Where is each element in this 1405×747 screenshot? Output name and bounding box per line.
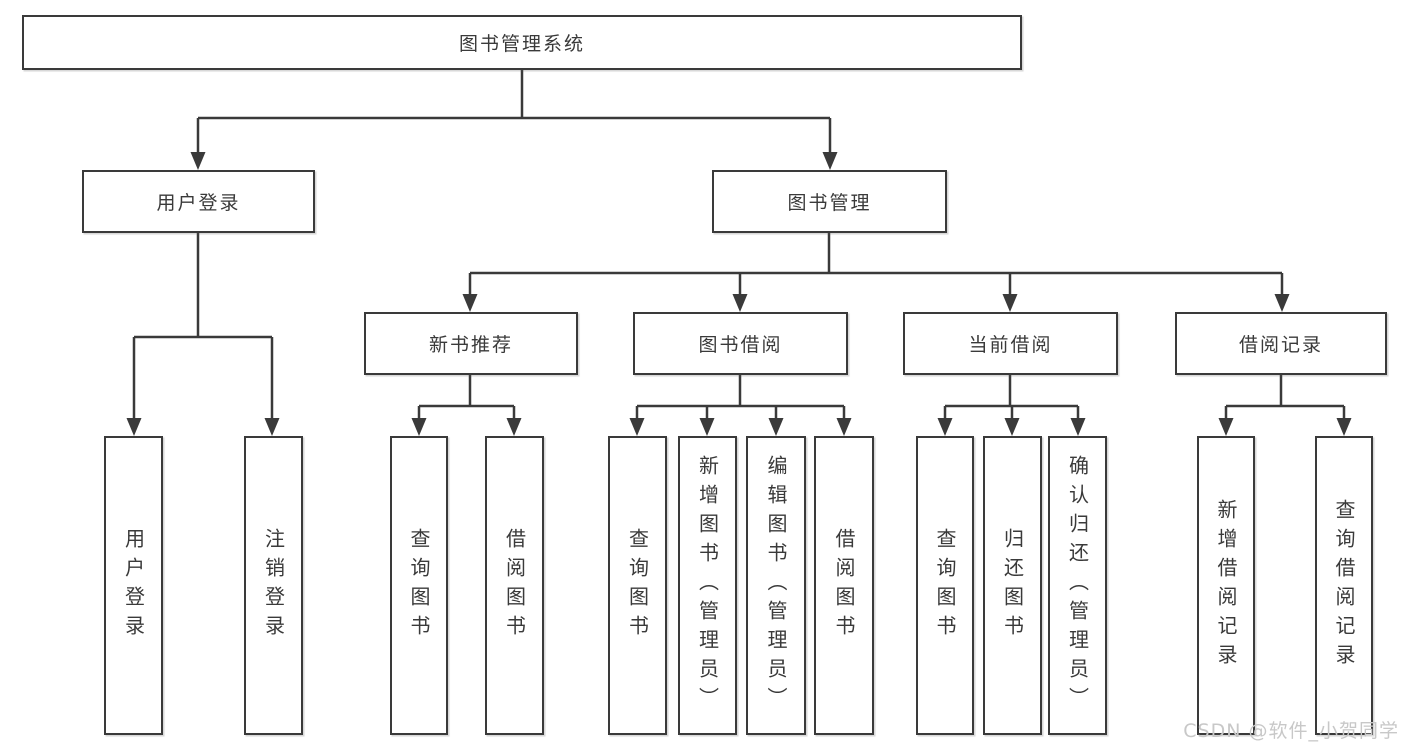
wire-book-borrowing-to-children bbox=[629, 375, 852, 436]
node-label: 注销登录 bbox=[261, 527, 286, 644]
csdn-watermark: CSDN @软件_小贺同学 bbox=[1183, 720, 1399, 742]
node-label: 新书推荐 bbox=[428, 334, 513, 356]
node-label: 图书借阅 bbox=[698, 334, 783, 356]
node-label: 借阅图书 bbox=[502, 527, 527, 644]
node-label: 查询图书 bbox=[625, 527, 650, 644]
leaf-borrow-books-newbook: 借阅图书 bbox=[485, 436, 544, 735]
node-label: 借阅记录 bbox=[1238, 334, 1323, 356]
leaf-user-login: 用户登录 bbox=[104, 436, 163, 735]
node-label: 查询图书 bbox=[933, 527, 957, 644]
node-label: 图书管理 bbox=[787, 192, 872, 214]
node-label: 新增图书（管理员） bbox=[695, 455, 720, 716]
arrow-down-icon bbox=[836, 418, 852, 436]
arrow-down-icon bbox=[629, 418, 645, 436]
node-label: 用户登录 bbox=[156, 192, 241, 214]
leaf-confirm-return-admin: 确认归还（管理员） bbox=[1048, 436, 1107, 735]
wire-user-login-to-children bbox=[126, 233, 280, 436]
node-label: 借阅图书 bbox=[832, 527, 856, 644]
arrow-down-icon bbox=[190, 152, 206, 170]
arrow-down-icon bbox=[1070, 418, 1086, 436]
node-new-book-recommend: 新书推荐 bbox=[364, 312, 578, 375]
node-label: 查询借阅记录 bbox=[1332, 498, 1356, 673]
arrow-down-icon bbox=[264, 418, 280, 436]
node-root-system: 图书管理系统 bbox=[22, 15, 1022, 70]
node-borrowing-records: 借阅记录 bbox=[1175, 312, 1387, 375]
wire-root-to-level2 bbox=[190, 70, 838, 170]
leaf-query-books-current: 查询图书 bbox=[916, 436, 974, 735]
leaf-logout: 注销登录 bbox=[244, 436, 303, 735]
node-label: 归还图书 bbox=[1000, 527, 1025, 644]
arrow-down-icon bbox=[699, 418, 715, 436]
node-book-management-branch: 图书管理 bbox=[712, 170, 947, 233]
node-label: 编辑图书（管理员） bbox=[764, 455, 788, 716]
arrow-down-icon bbox=[462, 294, 478, 312]
node-current-borrowing: 当前借阅 bbox=[903, 312, 1118, 375]
node-label: 当前借阅 bbox=[968, 334, 1053, 356]
leaf-add-books-admin: 新增图书（管理员） bbox=[678, 436, 737, 735]
arrow-down-icon bbox=[732, 294, 748, 312]
arrow-down-icon bbox=[1336, 418, 1352, 436]
arrow-down-icon bbox=[506, 418, 522, 436]
arrow-down-icon bbox=[126, 418, 142, 436]
arrow-down-icon bbox=[1274, 294, 1290, 312]
leaf-query-books-newbook: 查询图书 bbox=[390, 436, 448, 735]
arrow-down-icon bbox=[1002, 294, 1018, 312]
arrow-down-icon bbox=[768, 418, 784, 436]
arrow-down-icon bbox=[1218, 418, 1234, 436]
arrow-down-icon bbox=[411, 418, 427, 436]
leaf-borrow-books-borrow: 借阅图书 bbox=[814, 436, 874, 735]
node-label: 确认归还（管理员） bbox=[1065, 455, 1090, 716]
arrow-down-icon bbox=[937, 418, 953, 436]
arrow-down-icon bbox=[822, 152, 838, 170]
arrow-down-icon bbox=[1004, 418, 1020, 436]
wire-current-borrowing-to-children bbox=[937, 375, 1086, 436]
node-book-borrowing: 图书借阅 bbox=[633, 312, 848, 375]
leaf-edit-books-admin: 编辑图书（管理员） bbox=[746, 436, 806, 735]
leaf-add-borrow-record: 新增借阅记录 bbox=[1197, 436, 1255, 735]
leaf-query-books-borrow: 查询图书 bbox=[608, 436, 667, 735]
node-label: 新增借阅记录 bbox=[1214, 498, 1238, 673]
node-label: 用户登录 bbox=[121, 527, 146, 644]
leaf-query-borrow-record: 查询借阅记录 bbox=[1315, 436, 1373, 735]
wire-book-management-to-level3 bbox=[462, 233, 1290, 312]
node-user-login-branch: 用户登录 bbox=[82, 170, 315, 233]
node-label: 查询图书 bbox=[407, 527, 431, 644]
wire-borrowing-records-to-children bbox=[1218, 375, 1352, 436]
node-label: 图书管理系统 bbox=[458, 33, 585, 55]
leaf-return-books: 归还图书 bbox=[983, 436, 1042, 735]
wire-new-book-recommend-to-children bbox=[411, 375, 522, 436]
